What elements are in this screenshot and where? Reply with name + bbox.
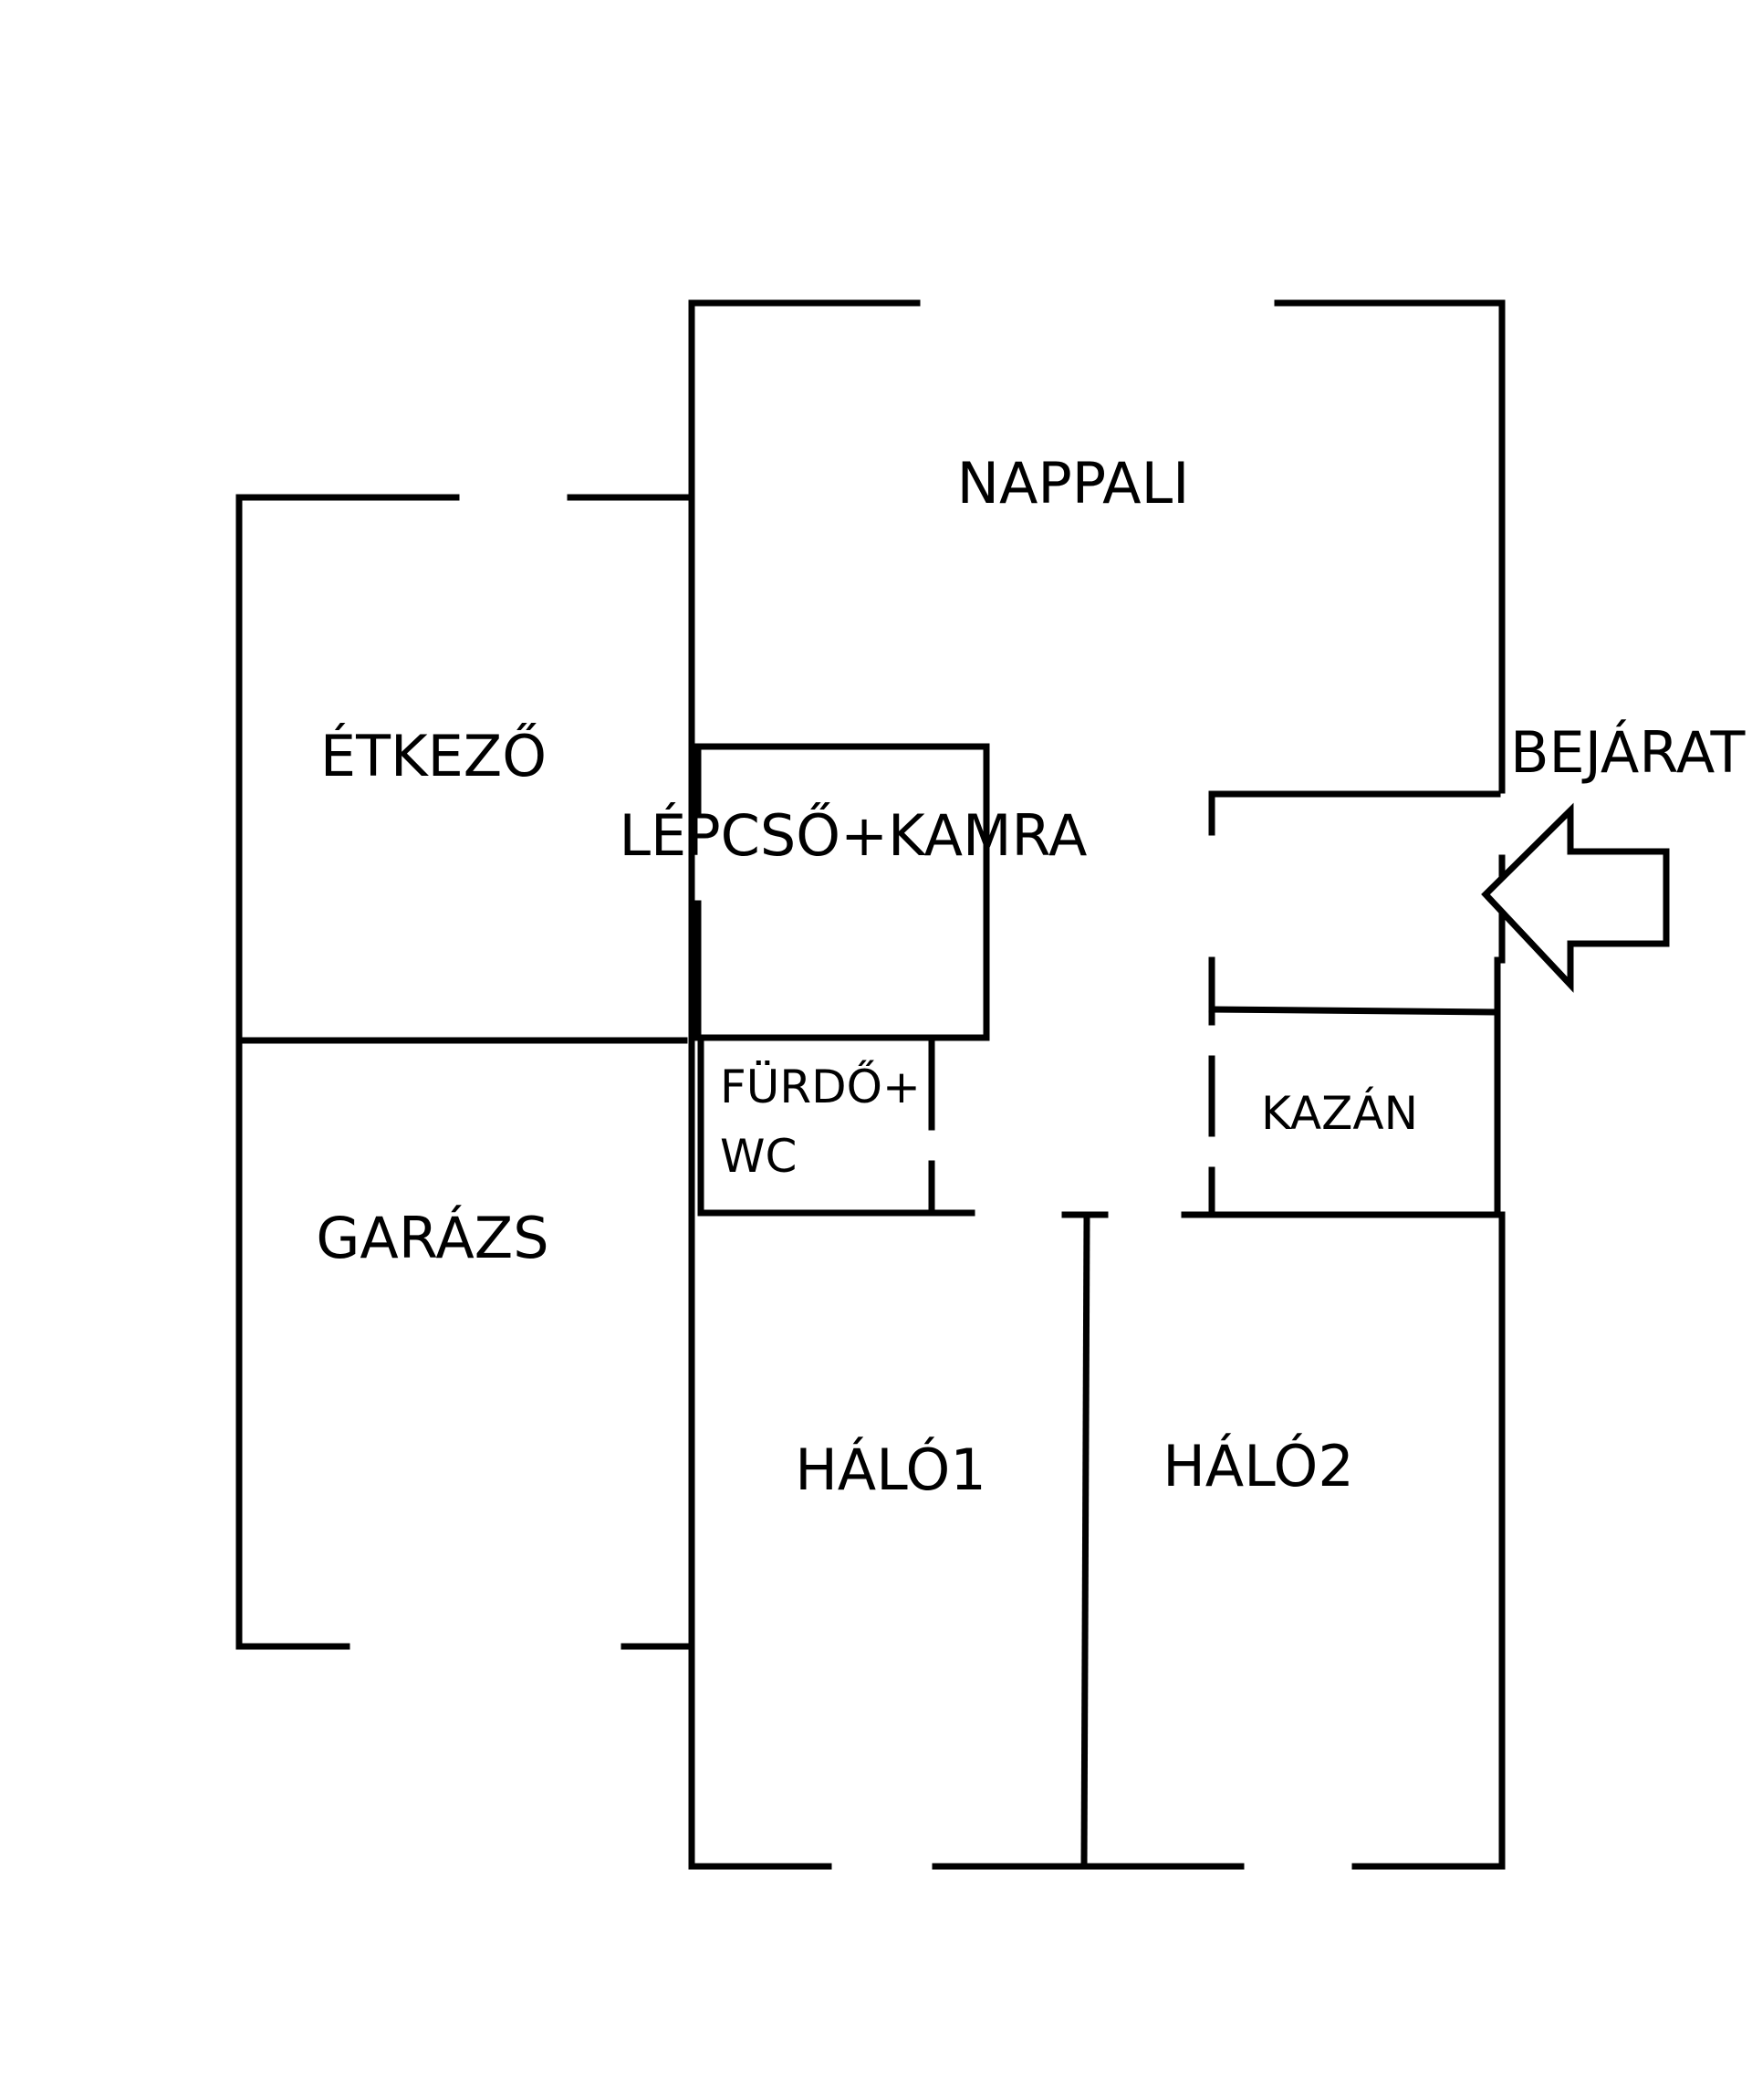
room-label-bejarat: BEJÁRAT: [1510, 718, 1746, 786]
wall: [1208, 1006, 1496, 1016]
room-label-wc: WC: [720, 1130, 797, 1183]
room-label-lepcso-kamra: LÉPCSŐ+KAMRA: [620, 802, 1088, 869]
room-label-etkezo: ÉTKEZŐ: [320, 723, 547, 789]
room-label-garazs: GARÁZS: [316, 1204, 548, 1271]
room-label-halo1: HÁLÓ1: [795, 1436, 986, 1503]
room-label-halo2: HÁLÓ2: [1163, 1432, 1354, 1499]
entrance-arrow-icon: [1481, 802, 1670, 993]
room-label-kazan: KAZÁN: [1261, 1086, 1418, 1140]
room-labels: NAPPALI ÉTKEZŐ LÉPCSŐ+KAMRA BEJÁRAT FÜRD…: [316, 450, 1746, 1503]
room-label-furdo: FÜRDŐ+: [720, 1060, 921, 1113]
room-label-nappali: NAPPALI: [957, 450, 1190, 517]
walls: [235, 299, 1506, 1870]
wall: [1080, 1211, 1090, 1870]
